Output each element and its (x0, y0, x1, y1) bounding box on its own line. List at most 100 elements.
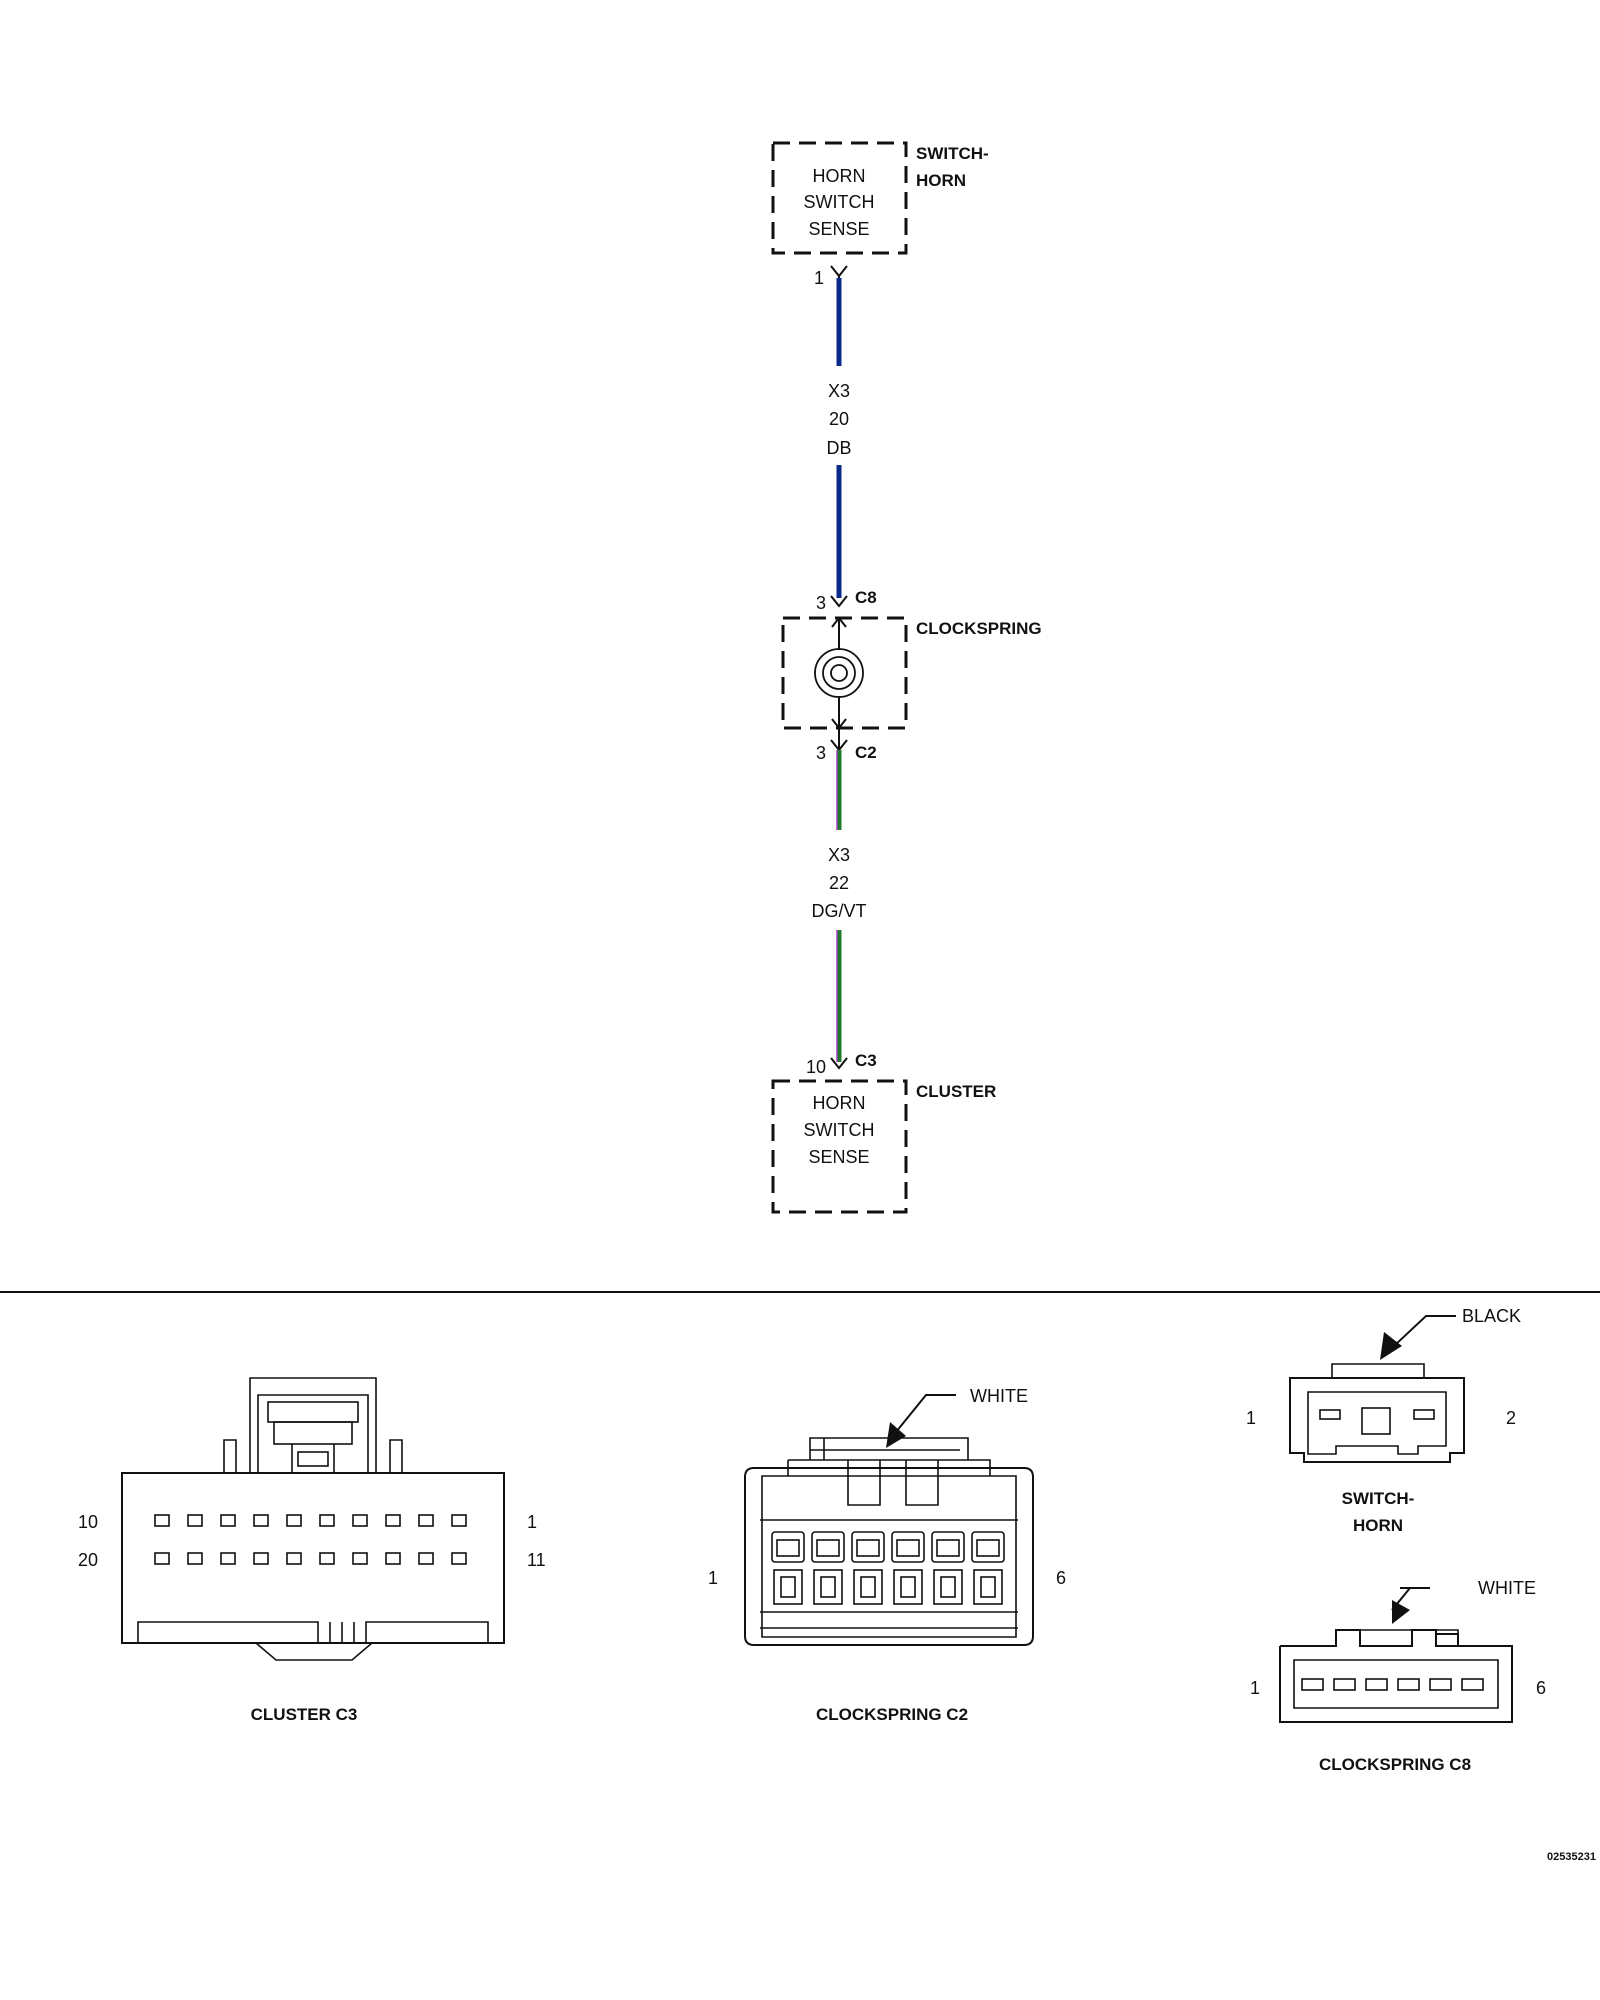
clockspring-box (781, 616, 908, 730)
terminal-cavity (971, 1531, 1005, 1605)
terminal-cavity (891, 1531, 925, 1605)
switch-horn-title-line2: HORN (1353, 1516, 1403, 1535)
pin-cavity (319, 1552, 335, 1565)
wire-lower-color-code: DG/VT (811, 901, 866, 921)
clockspring-c2-pin-label-right: 6 (1056, 1568, 1066, 1588)
switch-horn-color-arrowhead (1380, 1332, 1402, 1360)
cluster-c3-pin-label-20: 20 (78, 1550, 98, 1570)
pin-cavity (352, 1514, 368, 1527)
switch-horn-color-label: BLACK (1462, 1306, 1521, 1326)
switch-horn-name-line2: HORN (916, 171, 966, 190)
clockspring-up-arrow (831, 616, 847, 650)
pin-cavity (418, 1552, 434, 1565)
clockspring-c8-color-arrowhead (1392, 1600, 1410, 1624)
cluster-c3-pin-label-10: 10 (78, 1512, 98, 1532)
pin-cavity (451, 1552, 467, 1565)
clockspring-c2-connector-view: WHITE 1 6 CLOCKSPRING C2 (708, 1386, 1066, 1724)
cluster-func-line2: SWITCH (804, 1120, 875, 1140)
cluster-name: CLUSTER (916, 1082, 996, 1101)
clockspring-bottom-pin: 3 (816, 743, 826, 763)
terminal-cavity (851, 1531, 885, 1605)
pin-cavity (286, 1514, 302, 1527)
switch-horn-component: HORN SWITCH SENSE SWITCH- HORN 1 (771, 141, 989, 288)
terminal-cavity (931, 1531, 965, 1605)
clockspring-c2-color-leader (895, 1394, 956, 1433)
switch-horn-func-line1: HORN (813, 166, 866, 186)
terminal-cavity (771, 1531, 805, 1605)
switch-horn-connector-inner (1307, 1391, 1447, 1455)
pin-cavity (220, 1552, 236, 1565)
clockspring-component: 3 C8 CLOCKSPRING 3 C2 (781, 588, 1042, 763)
pin-cavity (1319, 1409, 1341, 1420)
clockspring-c2-color-arrowhead (886, 1422, 906, 1448)
pin-cavity (187, 1552, 203, 1565)
clockspring-c8-pin-label-right: 6 (1536, 1678, 1546, 1698)
switch-horn-func-line2: SWITCH (804, 192, 875, 212)
wire-upper-color-code: DB (826, 438, 851, 458)
pin-cavity (286, 1552, 302, 1565)
figure-id: 02535231 (1547, 1851, 1596, 1863)
cluster-c3-body (121, 1472, 505, 1644)
cluster-func-line1: HORN (813, 1093, 866, 1113)
clockspring-c2-inner-body (761, 1475, 1017, 1638)
clockspring-c2-terminals (771, 1531, 1005, 1605)
switch-horn-connector-center-key (1361, 1407, 1391, 1435)
switch-horn-pin-number: 1 (814, 268, 824, 288)
cluster-func-line3: SENSE (808, 1147, 869, 1167)
cluster-c3-title: CLUSTER C3 (251, 1705, 358, 1724)
cluster-component: 10 C3 CLUSTER HORN SWITCH SENSE (771, 1051, 996, 1214)
clockspring-c2-cavity-frame (760, 1519, 1018, 1629)
switch-horn-func-line3: SENSE (808, 219, 869, 239)
switch-horn-name-line1: SWITCH- (916, 144, 989, 163)
pin-cavity (1365, 1678, 1388, 1691)
clockspring-c2-pin-label-left: 1 (708, 1568, 718, 1588)
cluster-terminal-symbol (830, 1057, 848, 1070)
clockspring-c8-top-key (1335, 1629, 1459, 1646)
wire-lower-circuit: X3 (828, 845, 850, 865)
cluster-c3-connector-view: 10 1 20 11 CLUSTER C3 (78, 1377, 546, 1724)
pin-cavity (1301, 1678, 1324, 1691)
cluster-pin-number: 10 (806, 1057, 826, 1077)
pin-cavity (253, 1552, 269, 1565)
switch-horn-connector-view: BLACK 1 2 SWITCH- HORN (1246, 1306, 1521, 1535)
pin-cavity (253, 1514, 269, 1527)
clockspring-top-connector: C8 (855, 588, 877, 607)
clockspring-name: CLOCKSPRING (916, 619, 1042, 638)
pin-cavity (154, 1514, 170, 1527)
clockspring-c8-connector-view: WHITE 1 6 CLOCKSPRING C8 (1250, 1578, 1546, 1774)
wire-upper-gauge: 20 (829, 409, 849, 429)
switch-horn-connector-lock (1331, 1363, 1425, 1378)
cluster-c3-pin-label-1: 1 (527, 1512, 537, 1532)
cluster-c3-pin-label-11: 11 (527, 1550, 546, 1570)
pin-cavity (352, 1552, 368, 1565)
cluster-c3-latch (223, 1377, 403, 1473)
pin-cavity (1461, 1678, 1484, 1691)
clockspring-c2-outer-body (744, 1467, 1034, 1646)
clockspring-spiral-icon (814, 648, 864, 698)
wire-lower: X3 22 DG/VT (811, 750, 867, 1062)
switch-horn-box (771, 141, 908, 255)
pin-cavity (418, 1514, 434, 1527)
clockspring-c8-terminal-symbol (830, 595, 848, 608)
clockspring-c2-color-label: WHITE (970, 1386, 1028, 1406)
clockspring-c8-inner (1293, 1659, 1499, 1709)
switch-horn-color-leader (1393, 1315, 1456, 1347)
pin-cavity (451, 1514, 467, 1527)
clockspring-c2-top-lock (809, 1437, 969, 1506)
pin-cavity (1397, 1678, 1420, 1691)
cluster-connector: C3 (855, 1051, 877, 1070)
clockspring-c8-color-leader (1391, 1587, 1430, 1611)
wire-upper-circuit: X3 (828, 381, 850, 401)
pin-cavity (154, 1552, 170, 1565)
clockspring-top-pin: 3 (816, 593, 826, 613)
terminal-cavity (811, 1531, 845, 1605)
clockspring-c8-title: CLOCKSPRING C8 (1319, 1755, 1471, 1774)
switch-horn-pin-label-right: 2 (1506, 1408, 1516, 1428)
clockspring-c8-pins (1301, 1678, 1484, 1691)
switch-horn-terminal-symbol (830, 265, 848, 280)
cluster-box (771, 1079, 908, 1214)
pin-cavity (319, 1514, 335, 1527)
clockspring-c8-pin-label-left: 1 (1250, 1678, 1260, 1698)
pin-cavity (385, 1552, 401, 1565)
